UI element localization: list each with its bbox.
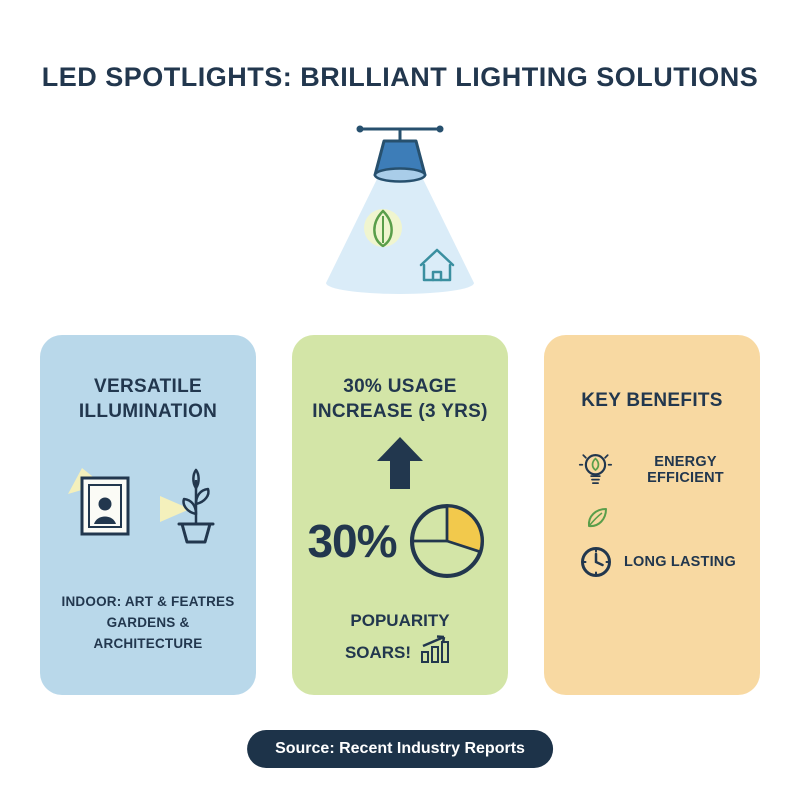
lamp-icon xyxy=(373,139,427,183)
caption-line: POPUARITY xyxy=(350,611,450,631)
card-title: VERSATILE ILLUMINATION xyxy=(52,375,244,424)
benefit-leaf-row xyxy=(585,506,609,530)
card-usage-increase: 30% USAGE INCREASE (3 YRS) 30% POPUARITY xyxy=(292,335,508,695)
growth-chart-icon xyxy=(421,635,450,664)
clock-icon xyxy=(581,546,611,577)
plant-icon xyxy=(160,469,215,544)
page-title: LED SPOTLIGHTS: BRILLIANT LIGHTING SOLUT… xyxy=(41,62,759,92)
leaf-icon xyxy=(364,209,402,248)
caption-line: SOARS! xyxy=(344,643,412,663)
stat-row: 30% xyxy=(304,495,496,587)
caption-line: INDOOR: ART & FEATRES xyxy=(61,594,235,610)
card-title-line: INCREASE (3 YRS) xyxy=(312,400,488,422)
spotlight-illustration xyxy=(0,115,800,301)
card-versatile-illumination: VERSATILE ILLUMINATION xyxy=(40,335,256,695)
pie-chart-icon xyxy=(409,504,484,579)
house-icon xyxy=(419,248,455,282)
card-caption: INDOOR: ART & FEATRES GARDENS & ARCHITEC… xyxy=(52,592,244,655)
up-arrow-icon xyxy=(377,437,423,490)
framed-art-icon xyxy=(68,468,130,536)
eco-bulb-icon xyxy=(578,453,613,484)
card-title-line: ILLUMINATION xyxy=(78,400,218,422)
benefit-label: ENERGY EFFICIENT xyxy=(647,453,724,486)
card-caption: POPUARITY SOARS! xyxy=(304,609,496,665)
pie-wedge xyxy=(445,505,483,554)
lamp-bracket-icon xyxy=(356,125,444,143)
benefits-list: ENERGY EFFICIENT LONG LASTING xyxy=(556,448,748,580)
up-arrow-wrap xyxy=(304,436,496,495)
card-title: KEY BENEFITS xyxy=(581,390,723,411)
caption-line: GARDENS & ARCHITECTURE xyxy=(93,615,203,652)
card-key-benefits: KEY BENEFITS ENERGY EFFICIENT xyxy=(544,335,760,695)
cards-row: VERSATILE ILLUMINATION xyxy=(0,335,800,695)
source-banner: Source: Recent Industry Reports xyxy=(247,730,553,768)
card-title: 30% USAGE INCREASE (3 YRS) xyxy=(304,375,496,424)
stat-value: 30% xyxy=(307,515,397,568)
spotlight-scene-icon xyxy=(326,125,474,294)
soars-line: SOARS! xyxy=(345,633,455,665)
card-title-line: 30% USAGE xyxy=(343,376,457,397)
card-title-line: VERSATILE xyxy=(94,376,202,397)
benefit-item-longevity: LONG LASTING xyxy=(578,544,736,580)
leaf-icon xyxy=(587,507,607,527)
benefit-item-energy: ENERGY EFFICIENT xyxy=(578,448,748,492)
benefit-label: LONG LASTING xyxy=(624,553,736,570)
illumination-icons xyxy=(52,466,244,546)
